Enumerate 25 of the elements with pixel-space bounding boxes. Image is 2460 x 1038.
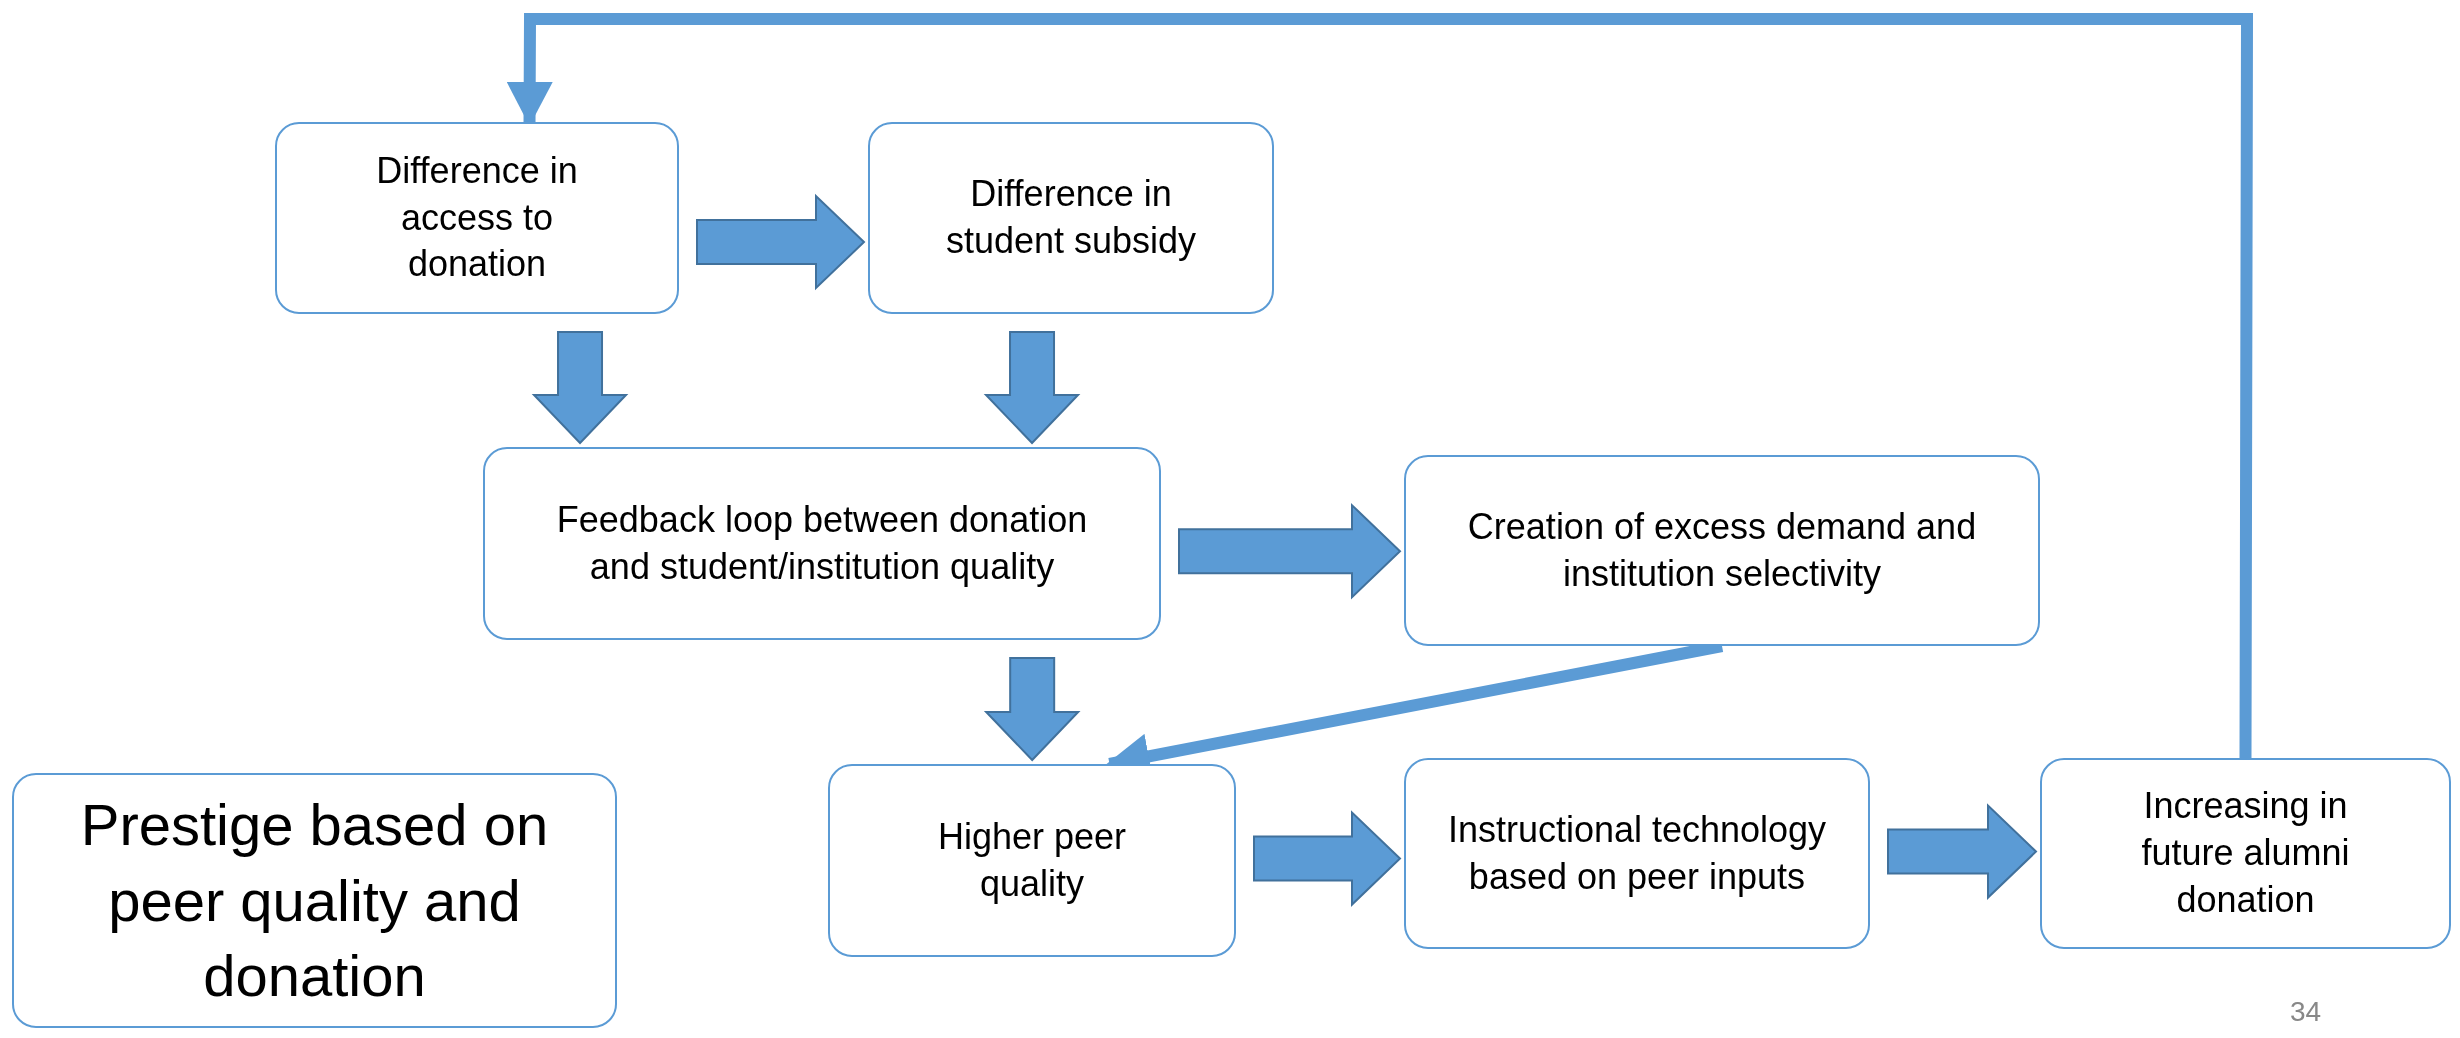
box-text: Creation of excess demand and institution selectivity <box>1466 504 1978 596</box>
arrow <box>506 13 2253 758</box>
block-arrow <box>1887 803 2038 900</box>
block-arrow <box>696 193 866 291</box>
box-text: Increasing in future alumni donation <box>2140 784 2351 922</box>
box-text: Difference in student subsidy <box>944 172 1198 263</box>
page-number: 34 <box>2290 996 2322 1028</box>
block-arrow <box>1178 502 1402 600</box>
block-arrow <box>983 331 1081 445</box>
process-box <box>828 764 1236 957</box>
process-box <box>1404 455 2040 646</box>
box-text: Instructional technology based on peer inputs <box>1447 807 1827 899</box>
block-arrow <box>531 331 629 445</box>
process-box <box>483 447 1161 640</box>
process-box <box>275 122 679 314</box>
box-text: Difference in access to donation <box>375 148 579 287</box>
box-text: Feedback loop between donation and student/institution quality <box>555 497 1089 589</box>
process-box <box>868 122 1274 314</box>
process-box <box>2040 758 2451 949</box>
box-text: Higher peer quality <box>936 814 1128 906</box>
block-arrow <box>983 657 1081 762</box>
box-text: Prestige based on peer quality and donation <box>79 791 550 1011</box>
process-box <box>1404 758 1870 949</box>
block-arrow <box>1253 810 1402 907</box>
process-box <box>12 773 617 1028</box>
